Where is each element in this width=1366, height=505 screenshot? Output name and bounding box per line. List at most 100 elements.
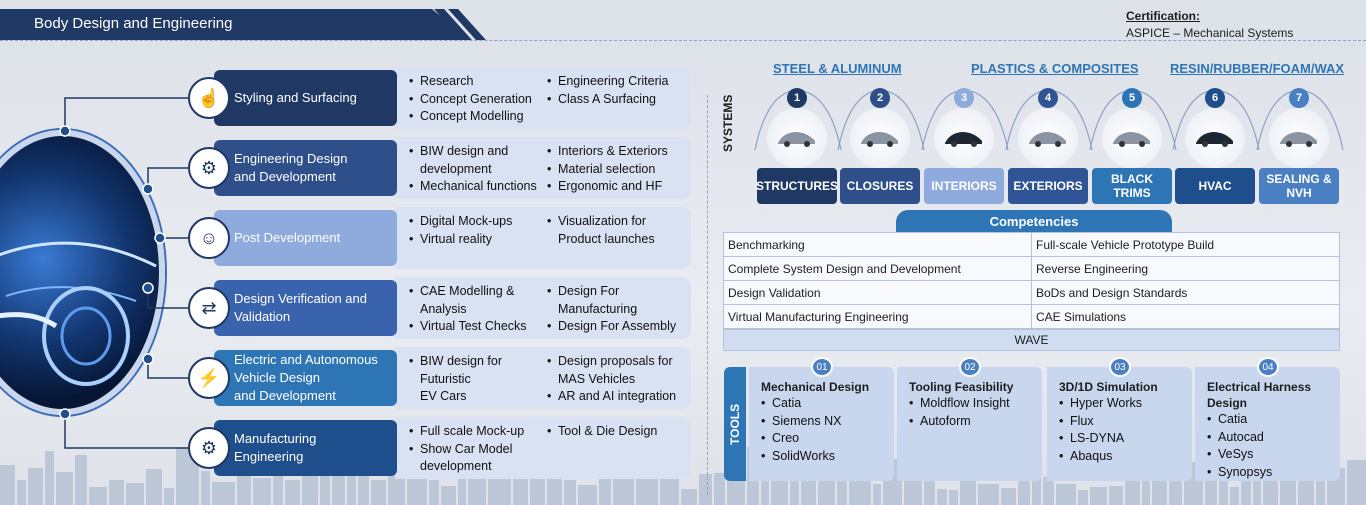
row-label-line: Engineering (234, 449, 304, 464)
system-label-line: INTERIORS (931, 179, 997, 193)
list-item: MAS Vehicles (558, 371, 636, 386)
tool-item: Catia (1207, 411, 1311, 429)
list-item: EV Cars (420, 389, 467, 403)
tool-list: Hyper WorksFluxLS-DYNAAbaqus (1059, 395, 1158, 465)
system-closures: CLOSURES (840, 168, 920, 204)
list-item: Interiors & Exteriors (547, 143, 668, 161)
row-0-list: Engineering CriteriaClass A Surfacing (547, 73, 668, 108)
category-steel-aluminum: STEEL & ALUMINUM (773, 61, 902, 76)
list-item: Engineering Criteria (547, 73, 668, 91)
tool-content: Mechanical DesignCatiaSiemens NXCreoSoli… (761, 379, 869, 465)
competency-cell: Design Validation (723, 280, 1032, 305)
section-divider (707, 95, 708, 495)
row-label-2: Post Development (214, 210, 397, 266)
system-label-line: NVH (1286, 186, 1312, 200)
dashboard-icon (934, 108, 994, 168)
head-gear-icon: ☺ (188, 217, 230, 259)
tool-title: Tooling Feasibility (909, 380, 1014, 394)
car-frame-icon (767, 108, 827, 168)
car-headlight-icon (0, 241, 157, 386)
electric-car-icon: ⚡ (188, 357, 230, 399)
tool-list: CatiaAutocadVeSysSynopsys (1207, 411, 1311, 481)
door-assembly-icon (850, 108, 910, 168)
row-label-line: Manufacturing (234, 431, 317, 446)
competency-cell: Benchmarking (723, 232, 1032, 257)
list-item: Virtual Test Checks (409, 318, 527, 336)
tool-item: Siemens NX (761, 413, 869, 431)
list-item: Design proposals for (547, 353, 676, 371)
system-interiors: INTERIORS (924, 168, 1004, 204)
tool-item: Abaqus (1059, 448, 1158, 466)
system-number-7: 7 (1289, 88, 1309, 108)
tool-content: 3D/1D SimulationHyper WorksFluxLS-DYNAAb… (1059, 379, 1158, 465)
tool-item: Flux (1059, 413, 1158, 431)
competency-cell: Full-scale Vehicle Prototype Build (1031, 232, 1340, 257)
tool-item: LS-DYNA (1059, 430, 1158, 448)
system-label-line: CLOSURES (846, 179, 914, 193)
process-flow-icon: ⇄ (188, 287, 230, 329)
list-item: Digital Mock-ups (409, 213, 512, 231)
row-3-list: Design ForManufacturingDesign For Assemb… (547, 283, 676, 336)
list-item: development (420, 459, 492, 473)
list-item: Futuristic (420, 371, 471, 386)
tool-number: 04 (1257, 357, 1279, 377)
system-sealing-nvh: SEALING &NVH (1259, 168, 1339, 204)
row-label-line: Post Development (234, 230, 341, 245)
tool-list: Moldflow InsightAutoform (909, 395, 1013, 430)
trim-part-icon (1102, 108, 1162, 168)
list-item: Concept Generation (409, 91, 532, 109)
list-item: BIW design for (409, 353, 502, 371)
tool-item: Creo (761, 430, 869, 448)
category-plastics-composites: PLASTICS & COMPOSITES (971, 61, 1139, 76)
list-item: Mechanical functions (409, 178, 537, 196)
row-1-list: BIW design anddevelopmentMechanical func… (409, 143, 537, 196)
tool-number: 01 (811, 357, 833, 377)
list-item: Concept Modelling (409, 108, 532, 126)
competency-cell: Reverse Engineering (1031, 256, 1340, 281)
row-label-line: and Development (234, 169, 336, 184)
row-label-0: Styling and Surfacing (214, 70, 397, 126)
tool-title: 3D/1D Simulation (1059, 380, 1158, 394)
competency-cell: BoDs and Design Standards (1031, 280, 1340, 305)
tool-content: Electrical HarnessDesignCatiaAutocadVeSy… (1207, 379, 1311, 481)
car-graphic (0, 130, 165, 415)
header-divider (0, 40, 1366, 41)
category-resin-rubber: RESIN/RUBBER/FOAM/WAX (1170, 61, 1345, 76)
certification-value: ASPICE – Mechanical Systems (1126, 26, 1294, 40)
tool-item: Autocad (1207, 429, 1311, 447)
tool-item: Autoform (909, 413, 1013, 431)
page-title: Body Design and Engineering (34, 15, 233, 32)
row-label-line: Engineering Design (234, 151, 348, 166)
tool-item: VeSys (1207, 446, 1311, 464)
hvac-icon (1185, 108, 1245, 168)
system-label-line: EXTERIORS (1013, 179, 1083, 193)
row-label-1: Engineering Design and Development (214, 140, 397, 196)
system-label-line: STRUCTURES (756, 179, 839, 193)
tool-title: Electrical Harness (1207, 380, 1312, 394)
car-exterior-icon (1018, 108, 1078, 168)
system-exteriors: EXTERIORS (1008, 168, 1088, 204)
list-item: CAE Modelling & (409, 283, 527, 301)
row-1-list: Interiors & ExteriorsMaterial selectionE… (547, 143, 668, 196)
list-item: Visualization for (547, 213, 655, 231)
tool-item: Hyper Works (1059, 395, 1158, 413)
list-item: AR and AI integration (547, 388, 676, 406)
system-hvac: HVAC (1175, 168, 1255, 204)
list-item: Analysis (420, 301, 467, 316)
row-label-line: Design Verification and (234, 291, 367, 306)
row-5-list: Tool & Die Design (547, 423, 657, 441)
list-item: Product launches (558, 231, 655, 246)
tool-content: Tooling FeasibilityMoldflow InsightAutof… (909, 379, 1013, 430)
row-2-list: Digital Mock-upsVirtual reality (409, 213, 512, 248)
